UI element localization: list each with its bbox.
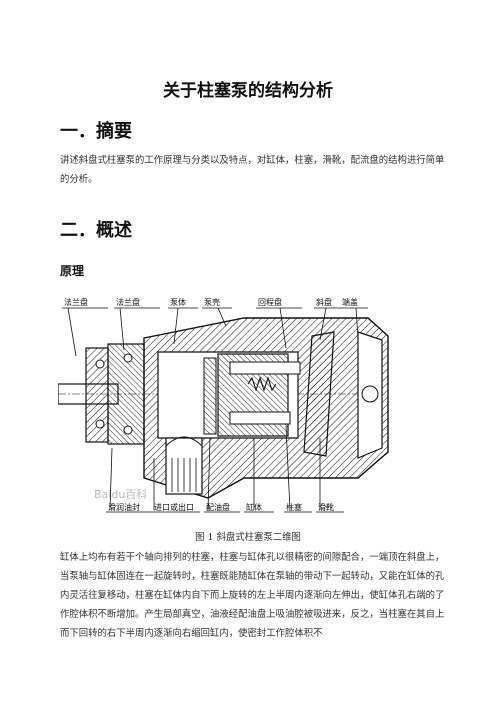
- section-heading-summary: 一．摘要: [60, 121, 132, 142]
- pump-cross-section-figure: 法兰盘 法兰盘 泵体 泵壳 回程盘 斜盘 端盖: [57, 288, 442, 520]
- label-return-plate: 回程盘: [258, 297, 282, 307]
- label-flange-1: 法兰盘: [64, 297, 88, 307]
- label-pump-body: 泵体: [170, 297, 186, 307]
- section-heading-overview: 二．概述: [60, 220, 132, 241]
- label-cylinder-block: 缸体: [246, 502, 262, 512]
- label-pump-shell: 泵壳: [204, 297, 220, 307]
- top-labels: 法兰盘 法兰盘 泵体 泵壳 回程盘 斜盘 端盖: [64, 297, 358, 307]
- label-swash-plate: 斜盘: [316, 297, 332, 307]
- principle-paragraph: 缸体上均布有若干个轴向排列的柱塞，柱塞与缸体孔以很精密的间隙配合，一端顶在斜盘上…: [60, 552, 445, 639]
- subheading-principle: 原理: [60, 264, 85, 278]
- label-inlet-outlet: 进口或出口: [154, 502, 194, 512]
- watermark-text: Baidu百科: [94, 487, 147, 501]
- bottom-labels: 滑润油封 进口或出口 配油盘 缸体 柱塞 滑靴: [108, 502, 334, 512]
- label-valve-plate: 配油盘: [206, 502, 230, 512]
- label-end-cap: 端盖: [342, 297, 358, 307]
- document-title: 关于柱塞泵的结构分析: [163, 81, 333, 101]
- label-slipper: 滑靴: [318, 502, 334, 512]
- label-lube-seal: 滑润油封: [108, 502, 140, 512]
- summary-paragraph: 讲述斜盘式柱塞泵的工作原理与分类以及特点，对缸体，柱塞，滑靴，配流盘的结构进行简…: [60, 155, 445, 185]
- label-piston: 柱塞: [286, 502, 302, 512]
- figure-caption: 图 1 斜盘式柱塞泵二维图: [195, 532, 301, 543]
- label-flange-2: 法兰盘: [116, 297, 140, 307]
